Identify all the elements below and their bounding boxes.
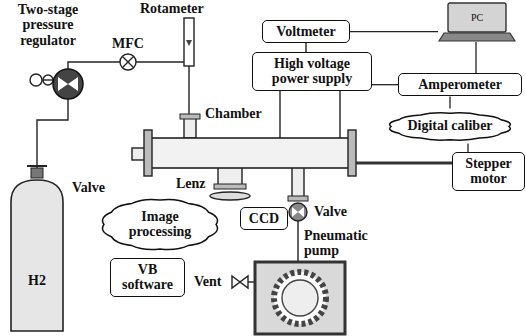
hv-wire [279,91,280,138]
chamber-flange [144,130,152,176]
part-label: Rotameter [140,1,204,16]
pump-housing [255,262,345,334]
chamber-port [292,166,304,198]
pc-laptop: PC [438,2,516,42]
signal-wire [350,31,438,32]
laptop-base [439,33,515,41]
pump-pipe [297,221,298,262]
chamber-tube [150,138,350,168]
hv-wire [339,91,340,138]
chamber-flange [288,196,308,201]
node-text: Stepper motor [461,156,517,187]
instrument-box: Amperometer [398,73,522,96]
node-text: Voltmeter [276,24,335,39]
cylinder-outline [11,180,63,331]
part-label: MFC [112,36,144,51]
gas-pipe [37,99,68,168]
mfc-symbol [120,54,136,70]
chamber-port [218,166,242,186]
gas-cylinder: H2 [8,178,66,333]
signal-wire [475,42,476,73]
cloud-box: Image processing [96,195,224,254]
signal-wire [372,84,398,85]
regulator-symbol [58,77,78,91]
part-label: Valve [314,204,347,219]
rotameter-tube [184,18,194,66]
part-label: Pneumatic pump [304,228,386,259]
instrument-box: VB software [110,258,185,297]
signal-wire [449,96,450,108]
part-label: Chamber [205,106,262,121]
lens [210,192,250,200]
gas-pipe [136,61,184,62]
node-text: VB software [119,262,177,293]
node-text: H2 [28,273,46,288]
valve-symbol [292,207,304,217]
gas-pipe [68,62,120,69]
instrument-box: Stepper motor [452,152,525,191]
valve-symbol [289,203,307,221]
chamber-flange [214,184,246,189]
gas-pipe [42,79,53,80]
instrument-box: High voltage power supply [252,52,372,91]
cylinder-valve [27,165,47,167]
part-label: Two-stage pressure regulator [2,2,94,48]
part-label: Vent [194,274,222,289]
pressure-gauge [30,74,42,86]
node-text: High voltage power supply [262,56,362,87]
node-text: Image processing [120,209,200,240]
cylinder-valve [31,168,43,178]
vent-valve [232,276,248,288]
meter-wire [305,42,306,52]
mfc-symbol [123,57,134,68]
regulator-symbol [53,69,83,99]
pressure-gauge [43,75,53,85]
node-text: CCD [249,211,279,226]
node-text: Digital caliber [407,118,492,133]
cloud-box: Digital caliber [383,109,517,144]
rotameter-float [186,40,192,46]
pump-ring [282,280,318,316]
cylinder-outline [8,178,66,333]
chamber-port [184,118,196,138]
cloud-outline [390,112,511,139]
instrument-box: Voltmeter [262,20,350,43]
gas-pipe [188,66,189,116]
node-text: Amperometer [418,77,502,92]
instrument-box: CCD [240,207,288,230]
chamber-flange [348,130,356,176]
laptop-screen [448,3,506,32]
cloud-outline [103,199,218,249]
part-label: Valve [72,180,105,195]
pump-ring [274,272,326,324]
node-text: PC [471,12,483,23]
part-label: Lenz [176,176,206,191]
chamber-flange [180,114,200,119]
electrode-rod [356,162,452,165]
signal-wire [467,144,468,153]
